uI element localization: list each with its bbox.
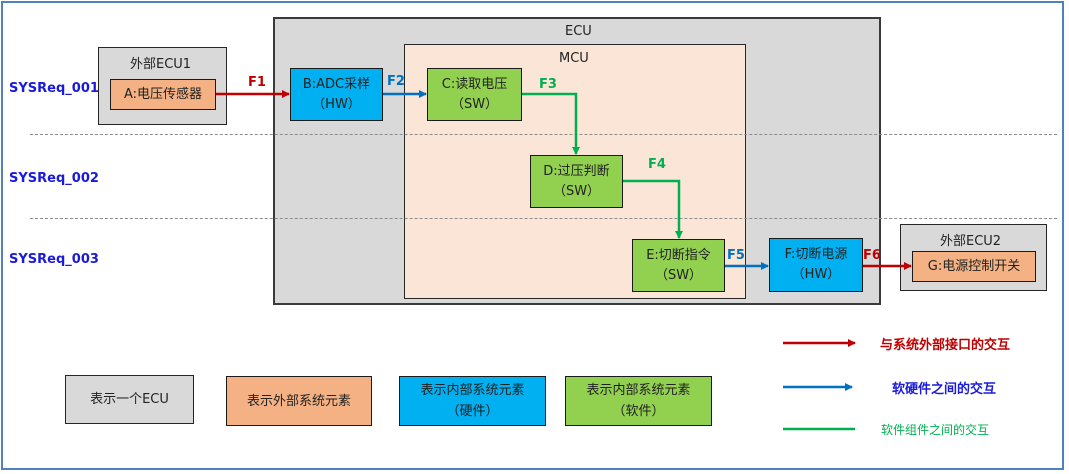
- flow-f2-label: F2: [387, 74, 405, 89]
- requirement-label-001: SYSReq_001: [9, 81, 99, 96]
- flow-f4-label: F4: [648, 157, 666, 172]
- external-ecu1-label: 外部ECU1: [130, 57, 192, 72]
- node-f-label: F:切断电源: [784, 247, 848, 262]
- legend-internal-sw-text: 表示内部系统元素: [586, 383, 691, 398]
- requirement-label-002: SYSReq_002: [9, 171, 99, 186]
- node-g-power-control-switch[interactable]: G:电源控制开关: [912, 251, 1036, 282]
- legend-ecu-text: 表示一个ECU: [90, 392, 169, 407]
- node-b-label: B:ADC采样: [302, 76, 371, 92]
- node-f-power-cutoff[interactable]: F:切断电源 （HW）: [769, 238, 863, 292]
- node-g-label: G:电源控制开关: [927, 258, 1021, 274]
- flow-f6-label: F6: [863, 248, 881, 263]
- flow-f3-arrow: [522, 92, 580, 155]
- requirement-separator-2: [30, 218, 1057, 219]
- external-ecu2-label: 外部ECU2: [940, 234, 1002, 249]
- legend-internal-hw-subtext: （硬件）: [446, 404, 499, 419]
- legend-internal-hw-box: 表示内部系统元素 （硬件）: [399, 376, 546, 426]
- flow-f3-label: F3: [539, 77, 557, 92]
- legend-internal-sw-box: 表示内部系统元素 （软件）: [565, 376, 712, 426]
- requirement-label-003: SYSReq_003: [9, 252, 99, 267]
- legend-ecu-box: 表示一个ECU: [65, 375, 194, 424]
- node-b-type: （HW）: [312, 96, 361, 112]
- node-d-overvoltage-check[interactable]: D:过压判断 （SW）: [530, 155, 623, 208]
- node-e-label: E:切断指令: [646, 247, 711, 263]
- flow-f1-label: F1: [248, 75, 266, 90]
- legend-external-element-text: 表示外部系统元素: [246, 393, 351, 409]
- node-d-label: D:过压判断: [543, 163, 610, 179]
- legend-internal-hw-text: 表示内部系统元素: [420, 383, 525, 398]
- legend-sw-sw-label: 软件组件之间的交互: [881, 423, 990, 437]
- requirement-separator-1: [30, 134, 1057, 135]
- node-d-type: （SW）: [552, 183, 601, 199]
- legend-hw-sw-label: 软硬件之间的交互: [892, 382, 997, 397]
- flow-f5-label: F5: [727, 248, 745, 263]
- node-a-voltage-sensor[interactable]: A:电压传感器: [110, 79, 216, 110]
- node-a-label: A:电压传感器: [123, 86, 203, 102]
- ecu-label: ECU: [565, 24, 592, 39]
- legend-internal-sw-subtext: （软件）: [612, 404, 665, 419]
- legend-external-element-box: 表示外部系统元素: [226, 376, 372, 426]
- node-c-type: （SW）: [450, 96, 499, 112]
- node-b-adc-sampling[interactable]: B:ADC采样 （HW）: [290, 68, 383, 121]
- legend-external-label: 与系统外部接口的交互: [880, 338, 1011, 353]
- node-f-type: （HW）: [791, 267, 841, 282]
- node-e-type: （SW）: [654, 267, 703, 283]
- node-e-cutoff-command[interactable]: E:切断指令 （SW）: [632, 239, 725, 292]
- node-c-read-voltage[interactable]: C:读取电压 （SW）: [427, 68, 522, 121]
- node-c-label: C:读取电压: [441, 76, 508, 92]
- flow-f4-arrow: [623, 179, 683, 239]
- mcu-label: MCU: [559, 51, 589, 66]
